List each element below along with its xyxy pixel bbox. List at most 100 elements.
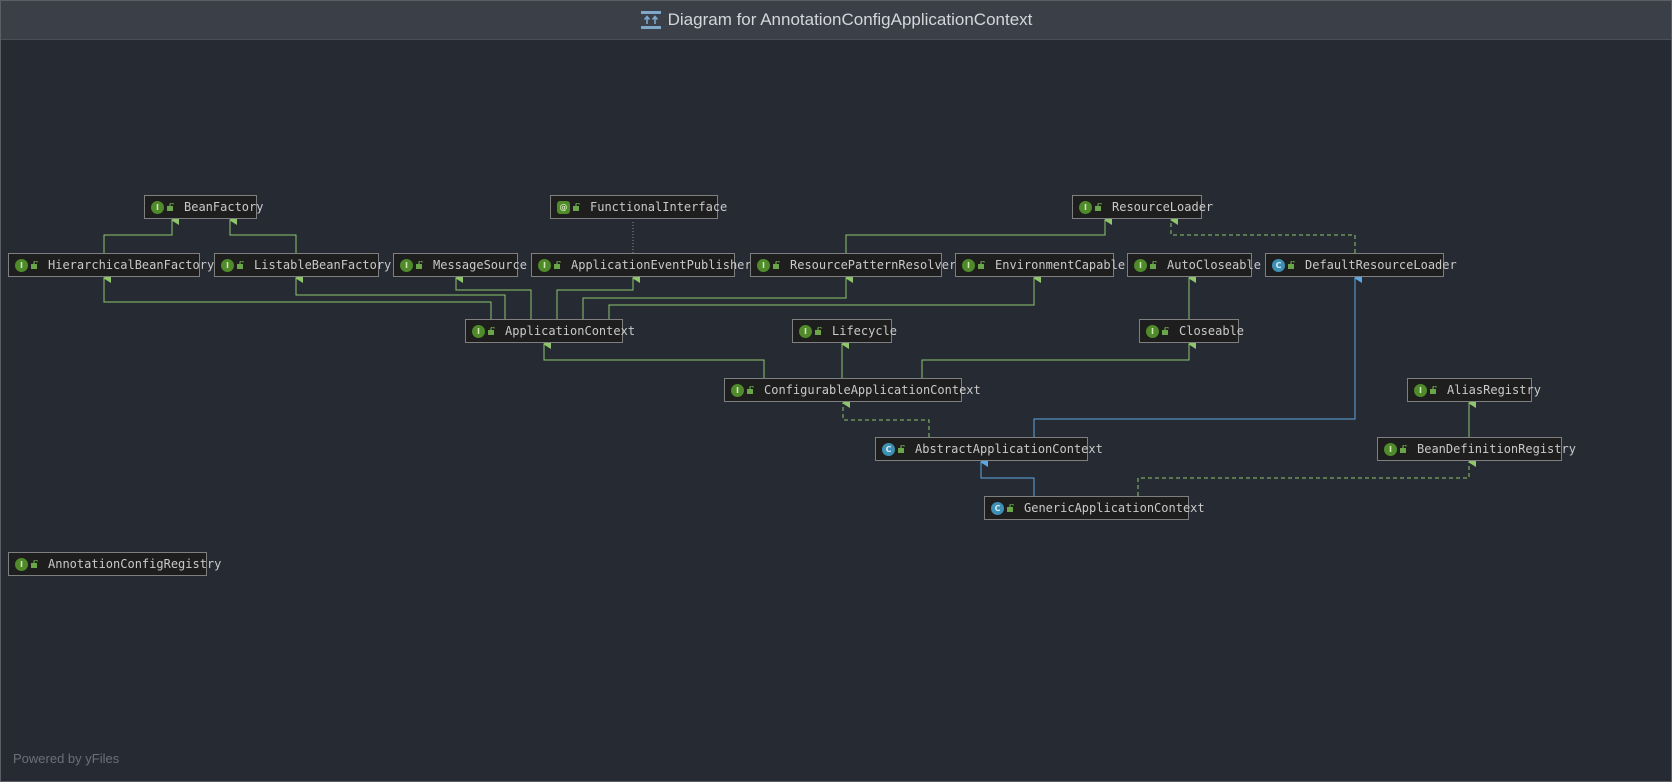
- node-closeable[interactable]: I Closeable: [1139, 319, 1244, 343]
- public-lock-icon: [1095, 203, 1102, 211]
- interface-badge-icon: I: [15, 557, 28, 571]
- edge-appctx-to-hierarchical: [103, 273, 492, 319]
- interface-badge-icon: I: [151, 200, 164, 214]
- node-label: ListableBeanFactory: [254, 258, 392, 272]
- node-default-resource-loader[interactable]: C DefaultResourceLoader: [1265, 253, 1457, 277]
- node-label: Lifecycle: [832, 324, 898, 338]
- interface-badge-icon: I: [962, 258, 975, 272]
- window-title: Diagram for AnnotationConfigApplicationC…: [667, 10, 1033, 29]
- node-label: ResourcePatternResolver: [790, 258, 957, 272]
- title-bar: Diagram for AnnotationConfigApplicationC…: [1, 1, 1671, 40]
- powered-by-label: Powered by yFiles: [13, 751, 120, 766]
- public-lock-icon: [237, 261, 244, 269]
- edge-listable-to-beanfactory: [229, 215, 297, 253]
- node-configurable-application-context[interactable]: I ConfigurableApplicationContext: [724, 378, 981, 402]
- node-label: AbstractApplicationContext: [915, 442, 1103, 456]
- node-label: AnnotationConfigRegistry: [48, 557, 222, 571]
- public-lock-icon: [978, 261, 985, 269]
- edge-configurable-to-appctx: [543, 339, 765, 378]
- node-label: FunctionalInterface: [590, 200, 728, 214]
- node-alias-registry[interactable]: I AliasRegistry: [1407, 378, 1541, 402]
- interface-badge-icon: I: [1079, 200, 1092, 214]
- node-bean-factory[interactable]: I BeanFactory: [144, 195, 263, 219]
- edge-hierarchical-to-beanfactory: [103, 215, 179, 253]
- node-hierarchical-bean-factory[interactable]: I HierarchicalBeanFactory: [8, 253, 214, 277]
- node-label: GenericApplicationContext: [1024, 501, 1205, 515]
- node-label: MessageSource: [433, 258, 527, 272]
- class-badge-icon: C: [1272, 258, 1285, 272]
- interface-badge-icon: I: [221, 258, 234, 272]
- edge-appctx-to-patternresolver: [582, 273, 853, 319]
- public-lock-icon: [815, 327, 822, 335]
- node-label: Closeable: [1179, 324, 1245, 338]
- node-label: DefaultResourceLoader: [1305, 258, 1457, 272]
- node-lifecycle[interactable]: I Lifecycle: [792, 319, 897, 343]
- public-lock-icon: [31, 261, 38, 269]
- node-label: ApplicationEventPublisher: [571, 258, 752, 272]
- edge-appctx-to-environment: [608, 273, 1041, 319]
- edge-defaultloader-to-resourceloader: [1170, 215, 1356, 253]
- edge-generic-to-abstract: [980, 457, 1035, 496]
- node-application-event-publisher[interactable]: I ApplicationEventPublisher: [531, 253, 752, 277]
- edge-patternresolver-to-resourceloader: [845, 215, 1112, 253]
- node-resource-loader[interactable]: I ResourceLoader: [1072, 195, 1213, 219]
- node-label: HierarchicalBeanFactory: [48, 258, 215, 272]
- interface-badge-icon: I: [400, 258, 413, 272]
- class-badge-icon: C: [991, 501, 1004, 515]
- abstract-class-badge-icon: C: [882, 442, 895, 456]
- interface-badge-icon: I: [15, 258, 28, 272]
- node-label: ResourceLoader: [1112, 200, 1214, 214]
- interface-badge-icon: I: [757, 258, 770, 272]
- edge-abstract-to-defaultloader: [1033, 273, 1362, 437]
- class-diagram-icon: [640, 10, 662, 30]
- interface-badge-icon: I: [799, 324, 812, 338]
- interface-badge-icon: I: [1414, 383, 1427, 397]
- public-lock-icon: [898, 445, 905, 453]
- node-functional-interface[interactable]: @ FunctionalInterface: [550, 195, 727, 219]
- node-label: BeanDefinitionRegistry: [1417, 442, 1576, 456]
- edge-appctx-to-listable: [295, 273, 506, 319]
- node-auto-closeable[interactable]: I AutoCloseable: [1127, 253, 1261, 277]
- node-listable-bean-factory[interactable]: I ListableBeanFactory: [214, 253, 391, 277]
- public-lock-icon: [167, 203, 174, 211]
- annotation-badge-icon: @: [557, 200, 570, 214]
- node-resource-pattern-resolver[interactable]: I ResourcePatternResolver: [750, 253, 956, 277]
- node-generic-application-context[interactable]: C GenericApplicationContext: [984, 496, 1205, 520]
- edge-appctx-to-eventpublisher: [556, 273, 640, 319]
- edge-generic-to-beandefreg: [1137, 457, 1476, 496]
- node-abstract-application-context[interactable]: C AbstractApplicationContext: [875, 437, 1103, 461]
- public-lock-icon: [1162, 327, 1169, 335]
- node-label: BeanFactory: [184, 200, 264, 214]
- edge-abstract-to-configurable: [842, 398, 930, 437]
- node-annotation-config-registry[interactable]: I AnnotationConfigRegistry: [8, 552, 221, 576]
- interface-badge-icon: I: [538, 258, 551, 272]
- public-lock-icon: [1400, 445, 1407, 453]
- interface-badge-icon: I: [731, 383, 744, 397]
- node-label: ApplicationContext: [505, 324, 636, 338]
- node-label: AliasRegistry: [1447, 383, 1541, 397]
- public-lock-icon: [416, 261, 423, 269]
- public-lock-icon: [31, 560, 38, 568]
- edge-configurable-to-closeable: [921, 339, 1196, 378]
- node-bean-definition-registry[interactable]: I BeanDefinitionRegistry: [1377, 437, 1576, 461]
- node-environment-capable[interactable]: I EnvironmentCapable: [955, 253, 1125, 277]
- public-lock-icon: [554, 261, 561, 269]
- public-lock-icon: [747, 386, 754, 394]
- edges-layer: [103, 215, 1476, 496]
- node-label: AutoCloseable: [1167, 258, 1261, 272]
- edge-appctx-to-messagesource: [455, 273, 532, 319]
- public-lock-icon: [1288, 261, 1295, 269]
- node-label: ConfigurableApplicationContext: [764, 383, 981, 397]
- node-message-source[interactable]: I MessageSource: [393, 253, 527, 277]
- interface-badge-icon: I: [1384, 442, 1397, 456]
- public-lock-icon: [488, 327, 495, 335]
- public-lock-icon: [573, 203, 580, 211]
- public-lock-icon: [1150, 261, 1157, 269]
- interface-badge-icon: I: [1134, 258, 1147, 272]
- interface-badge-icon: I: [1146, 324, 1159, 338]
- node-label: EnvironmentCapable: [995, 258, 1126, 272]
- public-lock-icon: [1007, 504, 1014, 512]
